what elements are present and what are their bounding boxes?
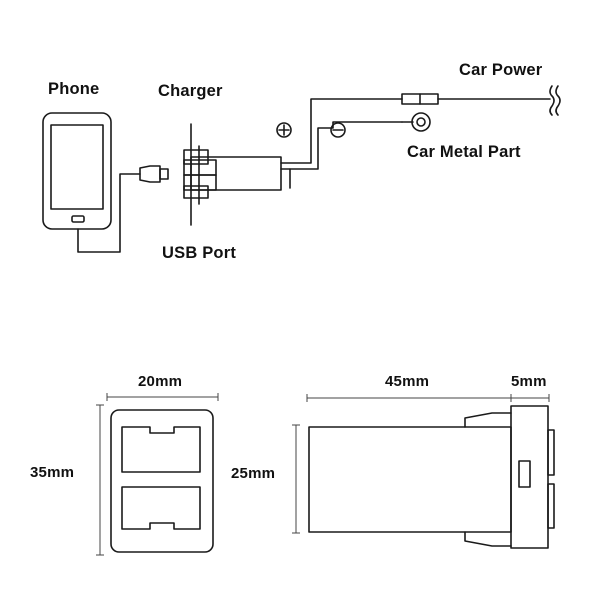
front-width-dimension	[106, 393, 219, 401]
power-leads	[280, 85, 561, 189]
side-view	[308, 405, 555, 549]
negative-symbol-icon	[330, 122, 346, 138]
usb-port-label: USB Port	[162, 244, 237, 262]
charger-body	[183, 123, 282, 226]
side-cap-label: 5mm	[511, 373, 547, 390]
phone-label: Phone	[48, 80, 100, 98]
phone-icon	[42, 112, 112, 230]
side-height-dimension	[292, 424, 300, 534]
front-height-dimension	[96, 404, 104, 556]
side-length-label: 45mm	[385, 373, 430, 390]
side-cap-dimension	[510, 394, 550, 402]
side-length-dimension	[306, 394, 511, 402]
car-metal-label: Car Metal Part	[407, 143, 521, 161]
front-view	[110, 409, 214, 553]
front-height-label: 35mm	[30, 464, 75, 481]
front-width-label: 20mm	[138, 373, 183, 390]
phone-cable	[77, 165, 169, 253]
positive-symbol-icon	[276, 122, 292, 138]
side-height-label: 25mm	[231, 465, 276, 482]
charger-label: Charger	[158, 82, 223, 100]
car-power-label: Car Power	[459, 61, 543, 79]
